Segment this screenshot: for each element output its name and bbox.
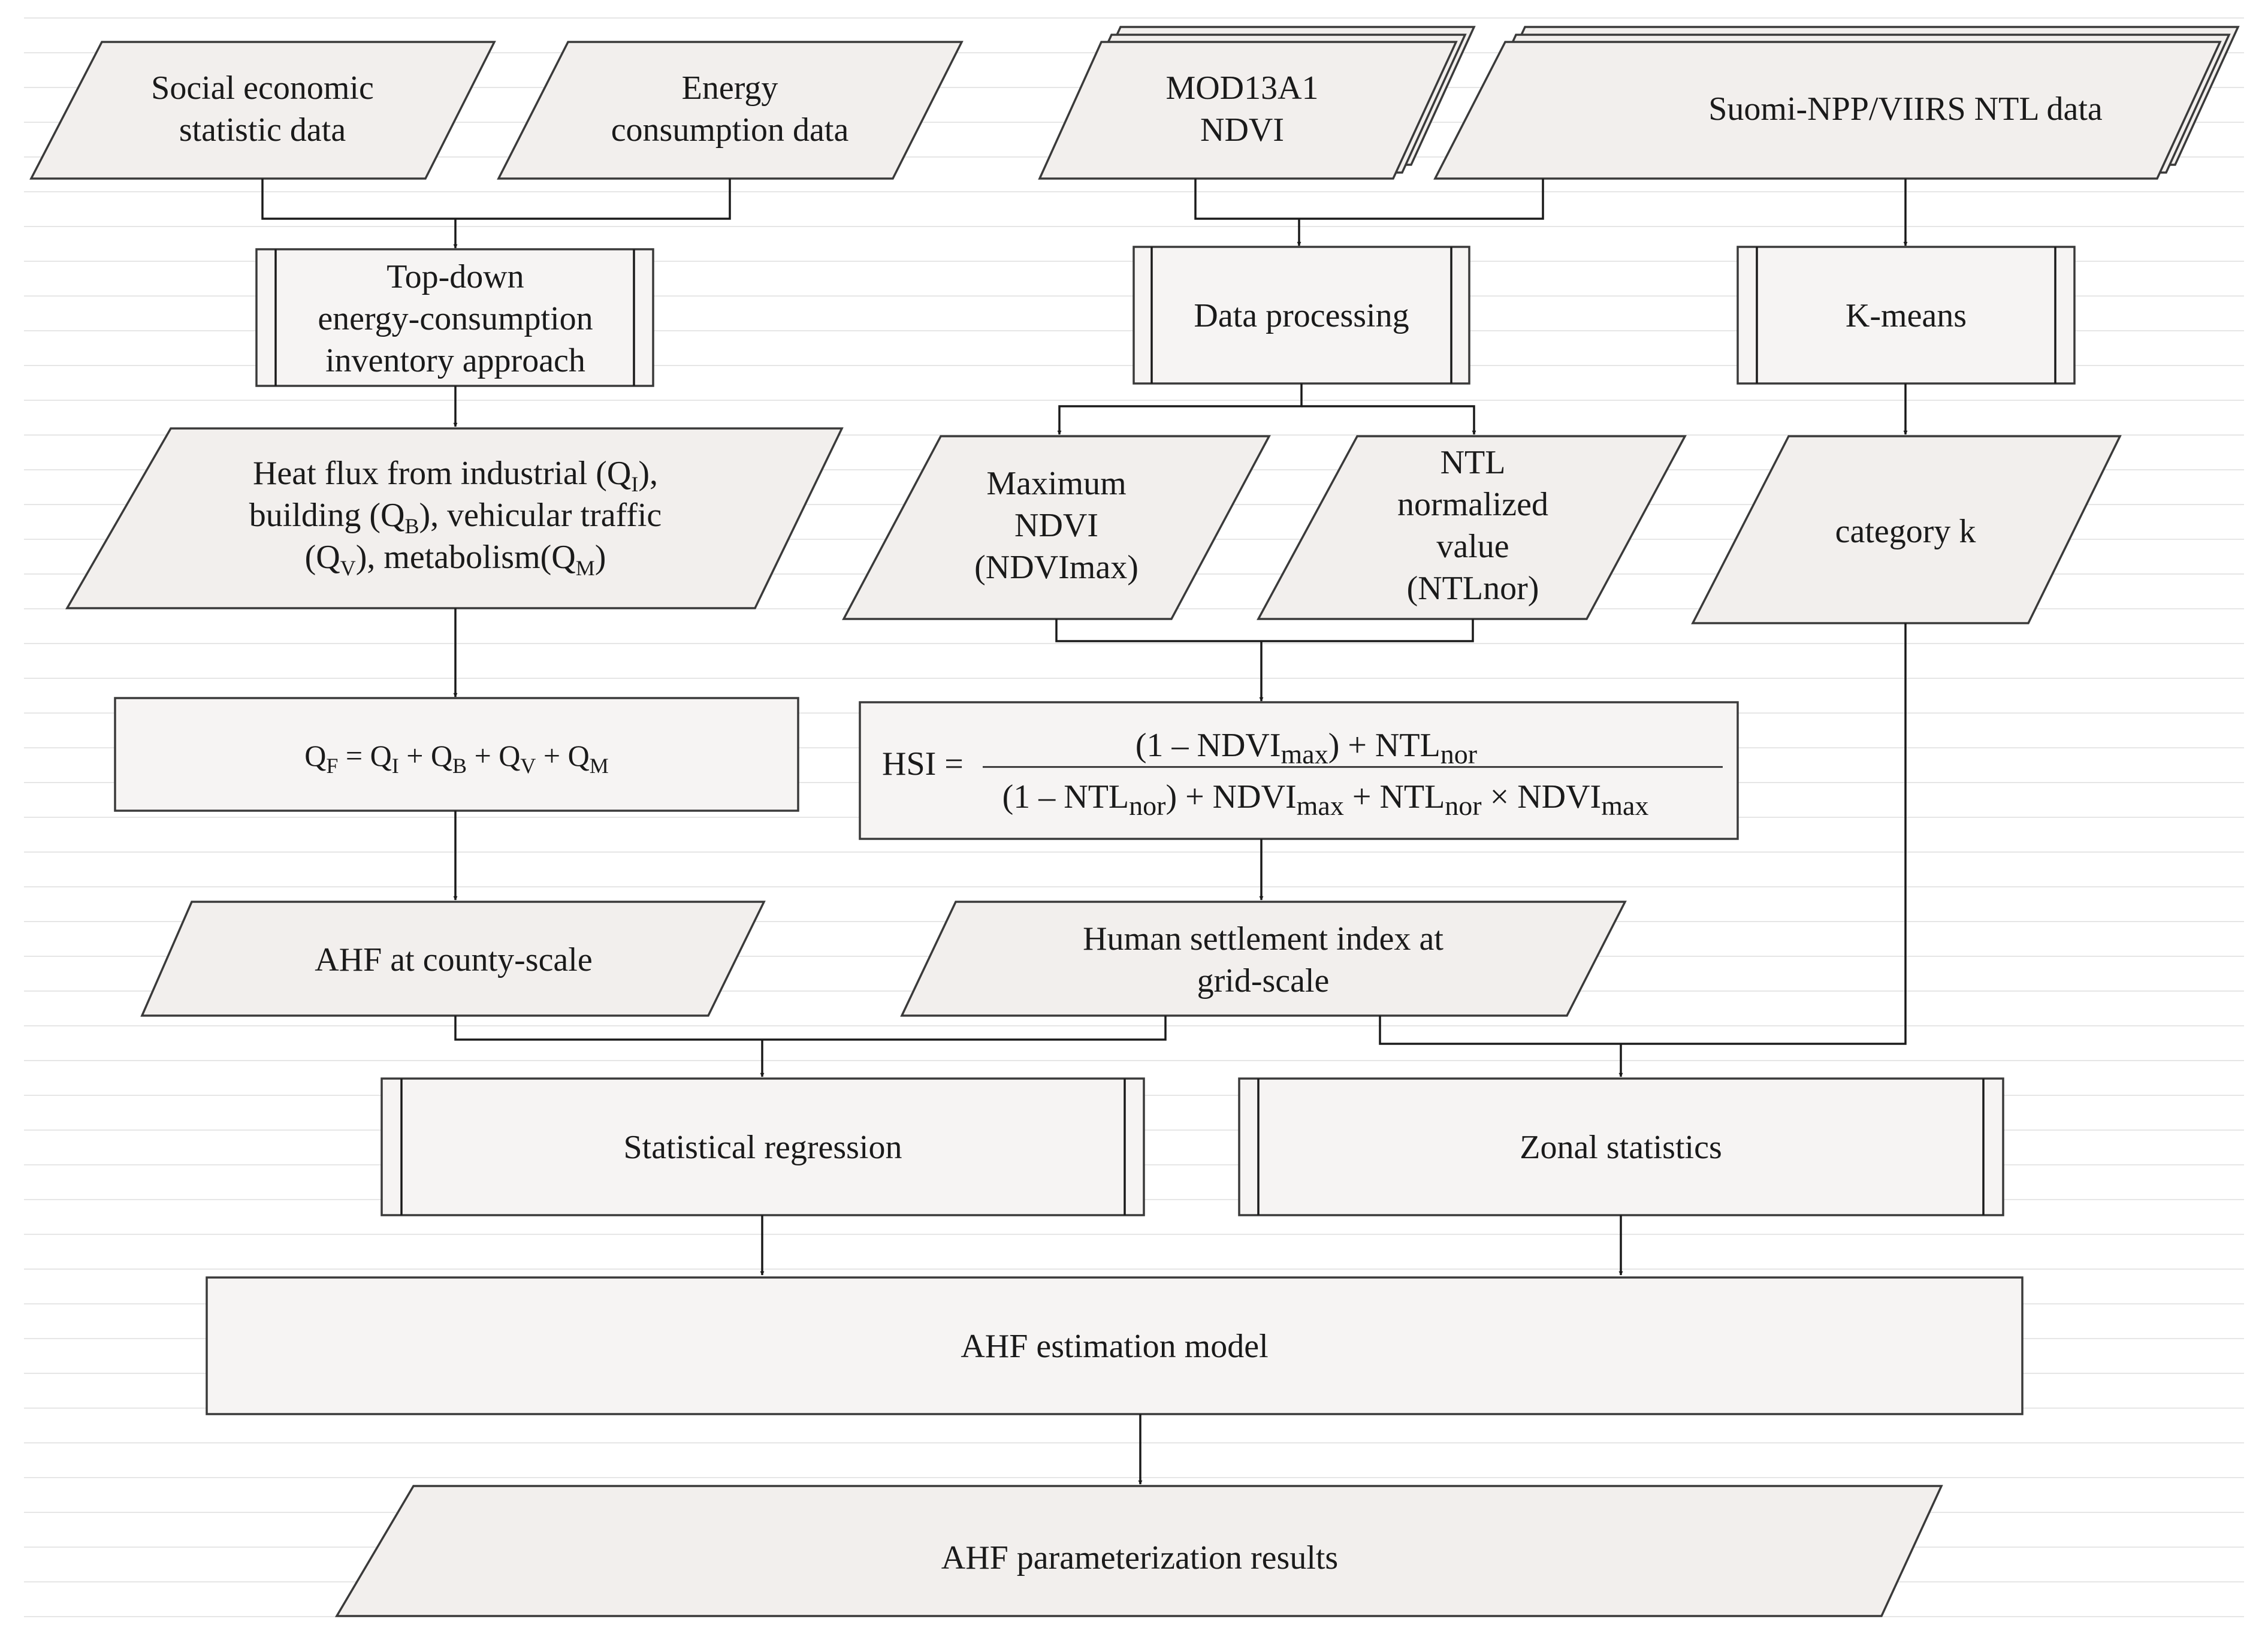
viirs-ntl-data-node: Suomi-NPP/VIIRS NTL data [1433,26,2240,180]
connector-to-zonal [1379,623,1907,1045]
ahf-estimation-model-node: AHF estimation model [206,1276,2024,1415]
heat-flux-line-3: (QV), metabolism(QM) [305,539,606,580]
ahf-model-label: AHF estimation model [961,1328,1268,1365]
viirs-label: Suomi-NPP/VIIRS NTL data [1708,90,2103,128]
connector-ndvi-ntl [1055,619,1474,642]
social-line-2: statistic data [179,111,346,149]
ahf-results-node: AHF parameterization results [334,1485,1943,1617]
qf-equation: QF = QI + QB + QV + QM [304,739,608,778]
statistical-regression-node: Statistical regression [380,1077,1145,1216]
heat-flux-line-2: building (QB), vehicular traffic [249,497,662,538]
ndvimax-node: Maximum NDVI (NDVImax) [842,435,1271,620]
hsi-grid-node: Human settlement index at grid-scale [900,901,1627,1017]
category-k-node: category k [1691,435,2122,624]
ndvimax-line-1: Maximum [986,465,1126,502]
ahf-results-label: AHF parameterization results [941,1539,1338,1576]
ntlnor-line-3: value [1436,528,1509,565]
hsi-denominator: (1 – NTLnor) + NDVImax + NTLnor × NDVIma… [1002,778,1649,821]
energy-line-1: Energy [682,70,778,107]
connector-inputs-left [261,179,731,220]
topdown-line-1: Top-down [386,258,524,295]
social-line-1: Social economic [151,70,374,107]
hsi-lhs: HSI = [882,745,964,783]
ahf-county-label: AHF at county-scale [315,941,592,978]
hsi-numerator: (1 – NDVImax) + NTLnor [1135,727,1477,769]
topdown-approach-node: Top-down energy-consumption inventory ap… [255,248,654,387]
kmeans-node: K-means [1737,246,2076,385]
data-processing-node: Data processing [1133,246,1470,385]
arrow-to-ndvimax [1057,383,1303,435]
heat-flux-line-1: Heat flux from industrial (QI), [253,455,658,496]
connector-inputs-mid [1194,179,1544,220]
hsi-grid-line-2: grid-scale [1197,962,1330,999]
hsi-equation-box: HSI = (1 – NDVImax) + NTLnor (1 – NTLnor… [859,701,1739,840]
ntlnor-line-1: NTL [1440,444,1506,481]
energy-consumption-data-node: Energy consumption data [497,41,964,180]
heat-flux-node: Heat flux from industrial (QI), building… [65,427,844,609]
connector-to-regression [454,1016,1167,1041]
topdown-line-3: inventory approach [325,342,585,379]
social-economic-data-node: Social economic statistic data [29,41,496,180]
zonal-statistics-label: Zonal statistics [1520,1129,1722,1166]
mod13a1-line-2: NDVI [1200,111,1284,149]
statistical-regression-label: Statistical regression [623,1129,902,1166]
data-processing-label: Data processing [1194,297,1409,334]
arrow-to-ntlnor [1301,405,1476,435]
energy-line-2: consumption data [611,111,849,149]
topdown-line-2: energy-consumption [318,300,593,337]
qf-equation-box: QF = QI + QB + QV + QM [114,697,799,812]
hsi-grid-line-1: Human settlement index at [1083,920,1443,958]
ntlnor-line-2: normalized [1397,486,1548,523]
ahf-county-node: AHF at county-scale [140,901,766,1017]
kmeans-label: K-means [1846,297,1967,334]
mod13a1-line-1: MOD13A1 [1165,70,1318,107]
ndvimax-line-3: (NDVImax) [974,549,1138,586]
ntlnor-node: NTL normalized value (NTLnor) [1257,435,1687,620]
mod13a1-ndvi-node: MOD13A1 NDVI [1038,26,1476,180]
category-k-label: category k [1835,513,1976,550]
ntlnor-line-4: (NTLnor) [1407,570,1539,607]
zonal-statistics-node: Zonal statistics [1238,1077,2004,1216]
ndvimax-line-2: NDVI [1014,507,1098,544]
